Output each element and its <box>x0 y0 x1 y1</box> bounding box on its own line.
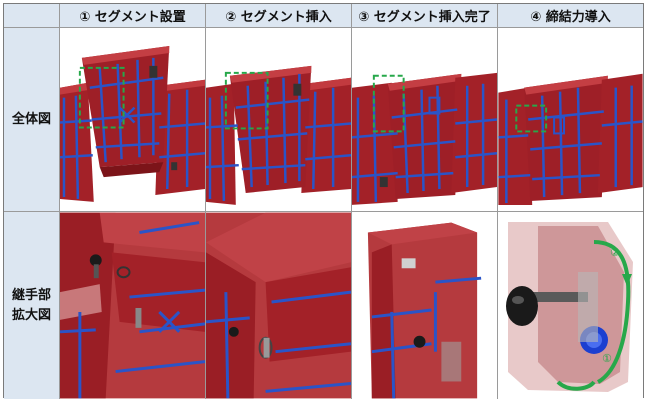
arrow-label-1: ① <box>602 352 612 365</box>
comparison-table: ① セグメント設置 ② セグメント挿入 ③ セグメント挿入完了 ④ 締結力導入 … <box>3 3 644 399</box>
joint-detail-label: 継手部 拡大図 <box>4 212 60 399</box>
overall-step-4-image <box>498 28 643 212</box>
overall-step-2-image <box>206 28 352 212</box>
step-3-header: ③ セグメント挿入完了 <box>352 4 498 28</box>
arrow-label-2: ② <box>610 246 620 259</box>
corner-cell <box>4 4 60 28</box>
joint-step-1-image <box>60 212 206 399</box>
step-2-header: ② セグメント挿入 <box>206 4 352 28</box>
overall-step-3-image <box>352 28 498 212</box>
overall-step-1-image <box>60 28 206 212</box>
step-4-header: ④ 締結力導入 <box>498 4 643 28</box>
joint-step-2-image <box>206 212 352 399</box>
joint-step-3-image <box>352 212 498 399</box>
joint-step-4-image: ② ① <box>498 212 643 399</box>
step-1-header: ① セグメント設置 <box>60 4 206 28</box>
overall-view-label: 全体図 <box>4 28 60 212</box>
